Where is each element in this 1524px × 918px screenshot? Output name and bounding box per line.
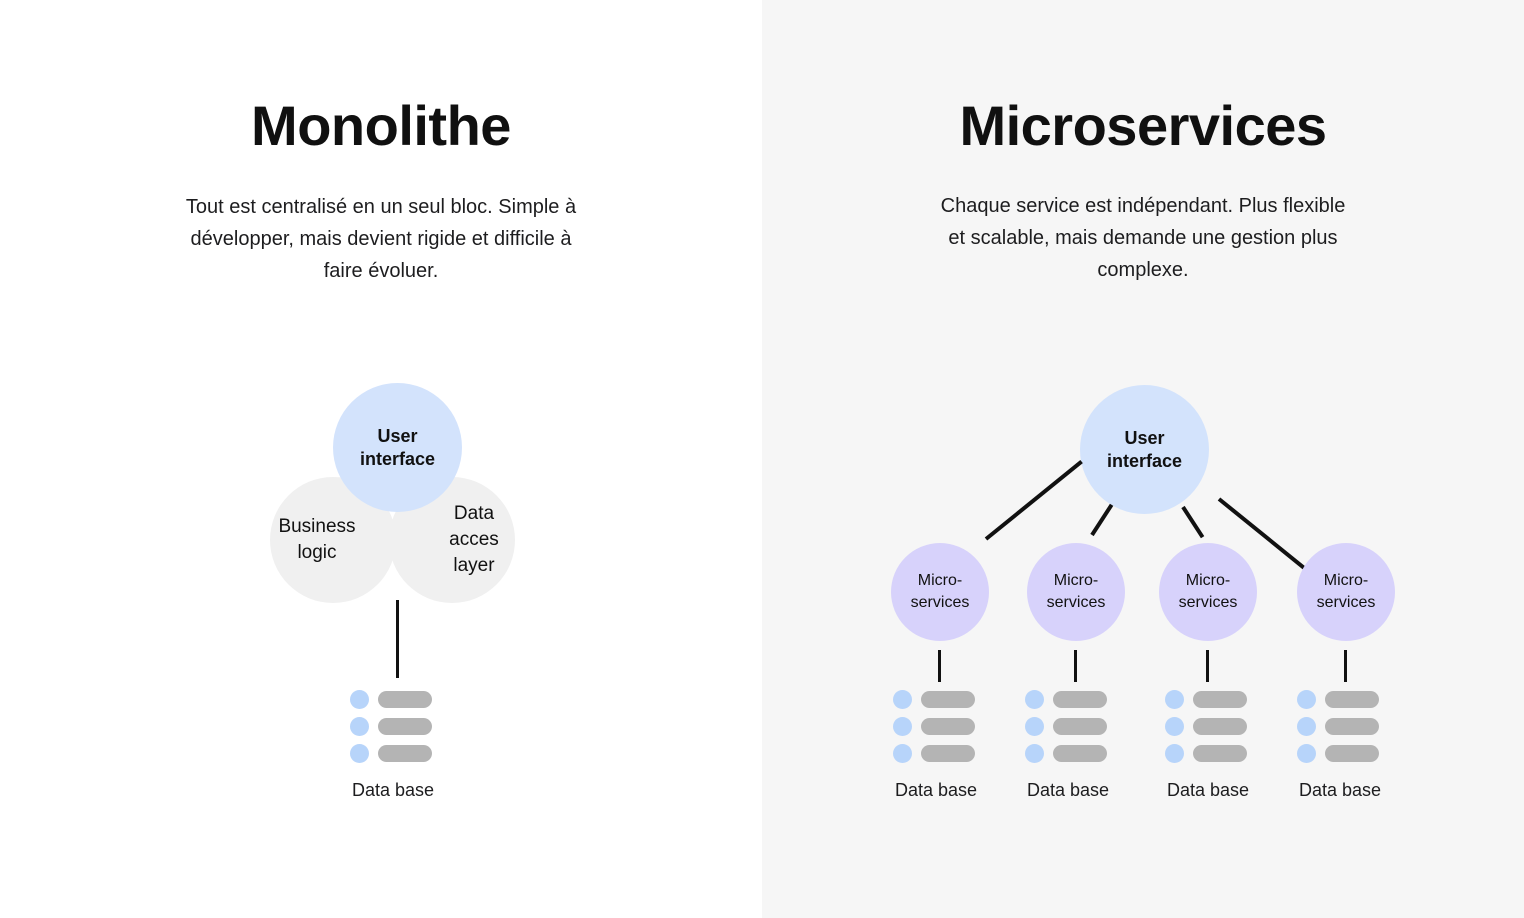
db-row	[1025, 717, 1117, 736]
db-row	[1165, 717, 1257, 736]
microservice-db-connector-1	[938, 650, 941, 682]
db-dot-icon	[1025, 744, 1044, 763]
db-bar-icon	[921, 718, 975, 735]
ui-to-microservice-connector-3	[1181, 505, 1205, 539]
db-dot-icon	[350, 744, 369, 763]
db-row	[893, 744, 985, 763]
microservices-ui-line-2: interface	[1106, 450, 1183, 471]
db-row	[350, 690, 442, 709]
microservice-node-3: Micro- services	[1159, 543, 1257, 641]
db-dot-icon	[1025, 690, 1044, 709]
microservice-database-icon-2	[1025, 690, 1117, 763]
db-row	[1297, 744, 1389, 763]
db-row	[1025, 690, 1117, 709]
db-dot-icon	[1297, 690, 1316, 709]
ui-to-microservice-connector-1	[984, 460, 1083, 541]
db-bar-icon	[921, 745, 975, 762]
microservices-title: Microservices	[959, 94, 1327, 157]
microservice-3-line-1: Micro-	[1185, 572, 1231, 589]
db-dot-icon	[1025, 717, 1044, 736]
monolith-database-label: Data base	[351, 780, 435, 800]
data-access-line-2: acces	[449, 529, 499, 550]
db-row	[1297, 717, 1389, 736]
db-bar-icon	[1053, 718, 1107, 735]
db-dot-icon	[1297, 717, 1316, 736]
db-row	[893, 717, 985, 736]
db-bar-icon	[1325, 718, 1379, 735]
db-row	[350, 717, 442, 736]
db-bar-icon	[378, 745, 432, 762]
microservice-database-label-3: Data base	[1166, 780, 1250, 800]
monolith-ui-line-1: User	[377, 425, 418, 446]
microservice-database-icon-3	[1165, 690, 1257, 763]
db-bar-icon	[1193, 745, 1247, 762]
db-dot-icon	[1165, 690, 1184, 709]
monolith-panel: Monolithe Tout est centralisé en un seul…	[185, 94, 577, 800]
monolith-description: Tout est centralisé en un seul bloc. Sim…	[185, 196, 577, 282]
microservice-node-4: Micro- services	[1297, 543, 1395, 641]
monolith-title: Monolithe	[251, 94, 511, 157]
microservice-4-line-1: Micro-	[1323, 572, 1369, 589]
microservice-database-label-2: Data base	[1026, 780, 1110, 800]
db-bar-icon	[1325, 745, 1379, 762]
microservice-db-connector-3	[1206, 650, 1209, 682]
microservice-db-connector-4	[1344, 650, 1347, 682]
microservice-2-line-2: services	[1046, 594, 1106, 611]
microservice-database-icon-1	[893, 690, 985, 763]
db-row	[350, 744, 442, 763]
monolith-node-user-interface: User interface	[333, 383, 462, 512]
db-dot-icon	[893, 717, 912, 736]
microservices-node-user-interface: User interface	[1080, 385, 1209, 514]
business-logic-line-2: logic	[297, 542, 337, 563]
db-row	[1025, 744, 1117, 763]
microservice-1-line-1: Micro-	[917, 572, 963, 589]
db-dot-icon	[350, 690, 369, 709]
db-dot-icon	[1165, 717, 1184, 736]
db-bar-icon	[1053, 691, 1107, 708]
microservice-node-1: Micro- services	[891, 543, 989, 641]
db-bar-icon	[1325, 691, 1379, 708]
db-dot-icon	[893, 690, 912, 709]
microservice-2-line-1: Micro-	[1053, 572, 1099, 589]
microservices-ui-line-1: User	[1124, 427, 1165, 448]
db-dot-icon	[350, 717, 369, 736]
monolith-db-connector-line	[396, 600, 399, 678]
db-bar-icon	[921, 691, 975, 708]
microservice-3-line-2: services	[1178, 594, 1238, 611]
microservice-node-2: Micro- services	[1027, 543, 1125, 641]
microservice-1-line-2: services	[910, 594, 970, 611]
db-bar-icon	[1053, 745, 1107, 762]
data-access-line-3: layer	[453, 555, 495, 576]
microservices-description: Chaque service est indépendant. Plus fle…	[940, 195, 1346, 281]
ui-to-microservice-connector-2	[1090, 503, 1114, 537]
microservice-db-connector-2	[1074, 650, 1077, 682]
db-row	[893, 690, 985, 709]
db-row	[1165, 744, 1257, 763]
microservice-database-icon-4	[1297, 690, 1389, 763]
db-dot-icon	[893, 744, 912, 763]
db-dot-icon	[1297, 744, 1316, 763]
db-bar-icon	[1193, 691, 1247, 708]
microservice-database-label-4: Data base	[1298, 780, 1382, 800]
data-access-line-1: Data	[453, 503, 495, 524]
db-dot-icon	[1165, 744, 1184, 763]
microservices-panel: Microservices Chaque service est indépen…	[762, 0, 1524, 918]
business-logic-line-1: Business	[278, 516, 356, 537]
db-bar-icon	[1193, 718, 1247, 735]
monolith-ui-line-2: interface	[359, 448, 436, 469]
microservice-4-line-2: services	[1316, 594, 1376, 611]
monolith-database-icon	[350, 690, 442, 763]
db-bar-icon	[378, 691, 432, 708]
db-row	[1165, 690, 1257, 709]
db-bar-icon	[378, 718, 432, 735]
microservice-database-label-1: Data base	[894, 780, 978, 800]
db-row	[1297, 690, 1389, 709]
